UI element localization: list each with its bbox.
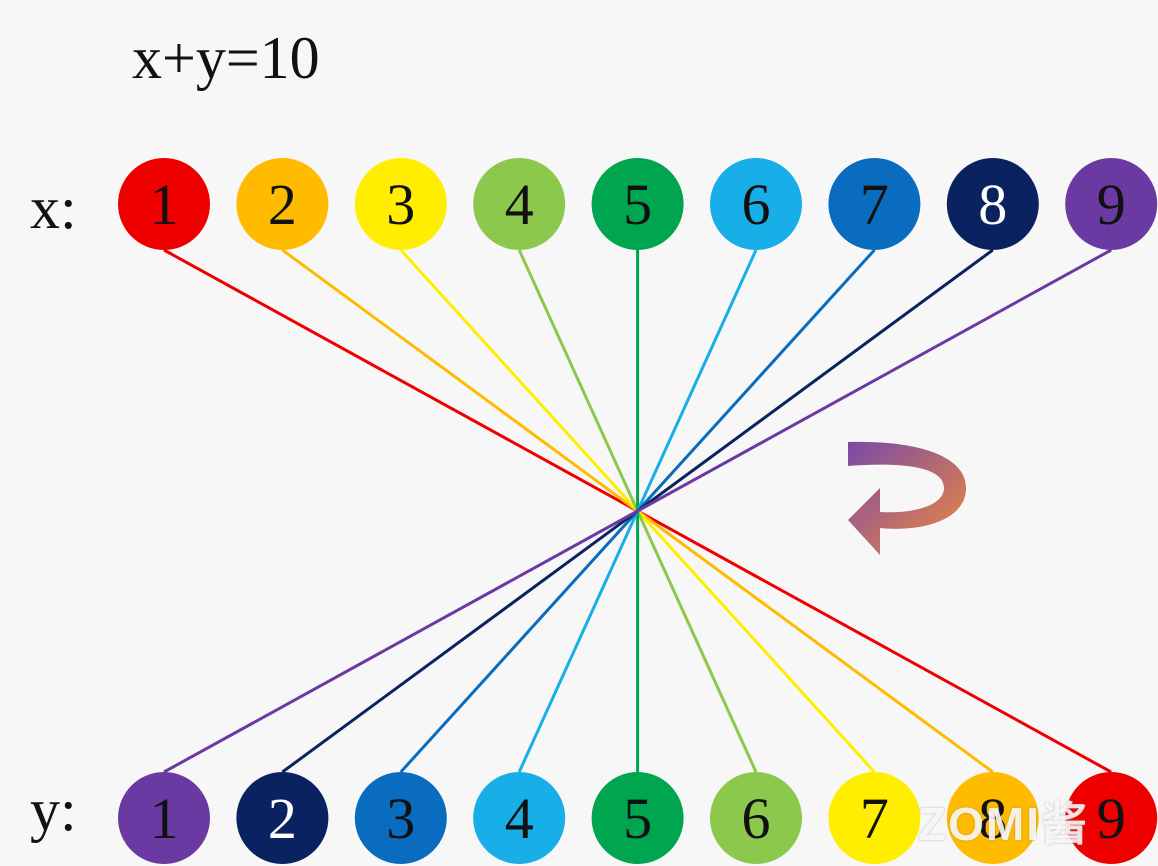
x-node-1: 1 bbox=[118, 158, 210, 250]
x-node-label: 9 bbox=[1097, 172, 1126, 237]
y-row-label: y: bbox=[30, 777, 77, 843]
x-node-4: 4 bbox=[473, 158, 566, 250]
x-node-label: 8 bbox=[978, 172, 1007, 237]
y-node-2: 2 bbox=[236, 772, 329, 864]
x-node-2: 2 bbox=[236, 158, 329, 250]
y-node-5: 5 bbox=[591, 772, 684, 864]
x-node-7: 7 bbox=[828, 158, 921, 250]
y-node-label: 8 bbox=[978, 786, 1007, 851]
y-node-label: 9 bbox=[1097, 786, 1126, 851]
y-node-9: 9 bbox=[1065, 772, 1158, 864]
curved-rotate-arrow-icon bbox=[848, 441, 967, 555]
x-node-3: 3 bbox=[354, 158, 447, 250]
watermark: ZOMI酱 bbox=[918, 798, 1089, 850]
y-node-label: 5 bbox=[623, 786, 652, 851]
x-node-label: 1 bbox=[150, 172, 179, 237]
y-node-label: 7 bbox=[860, 786, 889, 851]
y-node-label: 3 bbox=[386, 786, 415, 851]
y-node-label: 4 bbox=[505, 786, 534, 851]
x-node-6: 6 bbox=[710, 158, 802, 250]
x-node-9: 9 bbox=[1065, 158, 1158, 250]
x-node-8: 8 bbox=[946, 158, 1039, 250]
y-node-label: 6 bbox=[742, 786, 771, 851]
x-node-label: 7 bbox=[860, 172, 889, 237]
x-node-label: 4 bbox=[505, 172, 534, 237]
y-node-label: 2 bbox=[268, 786, 297, 851]
x-node-5: 5 bbox=[591, 158, 684, 250]
y-node-4: 4 bbox=[473, 772, 566, 864]
y-node-3: 3 bbox=[354, 772, 447, 864]
connection-line-9-1 bbox=[163, 248, 1112, 774]
y-node-8: 8 bbox=[946, 772, 1039, 864]
x-node-label: 3 bbox=[386, 172, 415, 237]
x-node-label: 6 bbox=[742, 172, 771, 237]
y-node-row: 1 2 3 4 5 6 7 8 9 bbox=[118, 772, 1158, 864]
y-node-6: 6 bbox=[710, 772, 802, 864]
x-node-label: 5 bbox=[623, 172, 652, 237]
x-row-label: x: bbox=[30, 175, 77, 241]
equation-title: x+y=10 bbox=[132, 25, 320, 91]
y-node-1: 1 bbox=[118, 772, 210, 864]
y-node-label: 1 bbox=[150, 786, 179, 851]
x-node-row: 1 2 3 4 5 6 7 8 9 bbox=[118, 158, 1158, 250]
y-node-7: 7 bbox=[828, 772, 921, 864]
x-node-label: 2 bbox=[268, 172, 297, 237]
connection-lines bbox=[163, 248, 1112, 774]
